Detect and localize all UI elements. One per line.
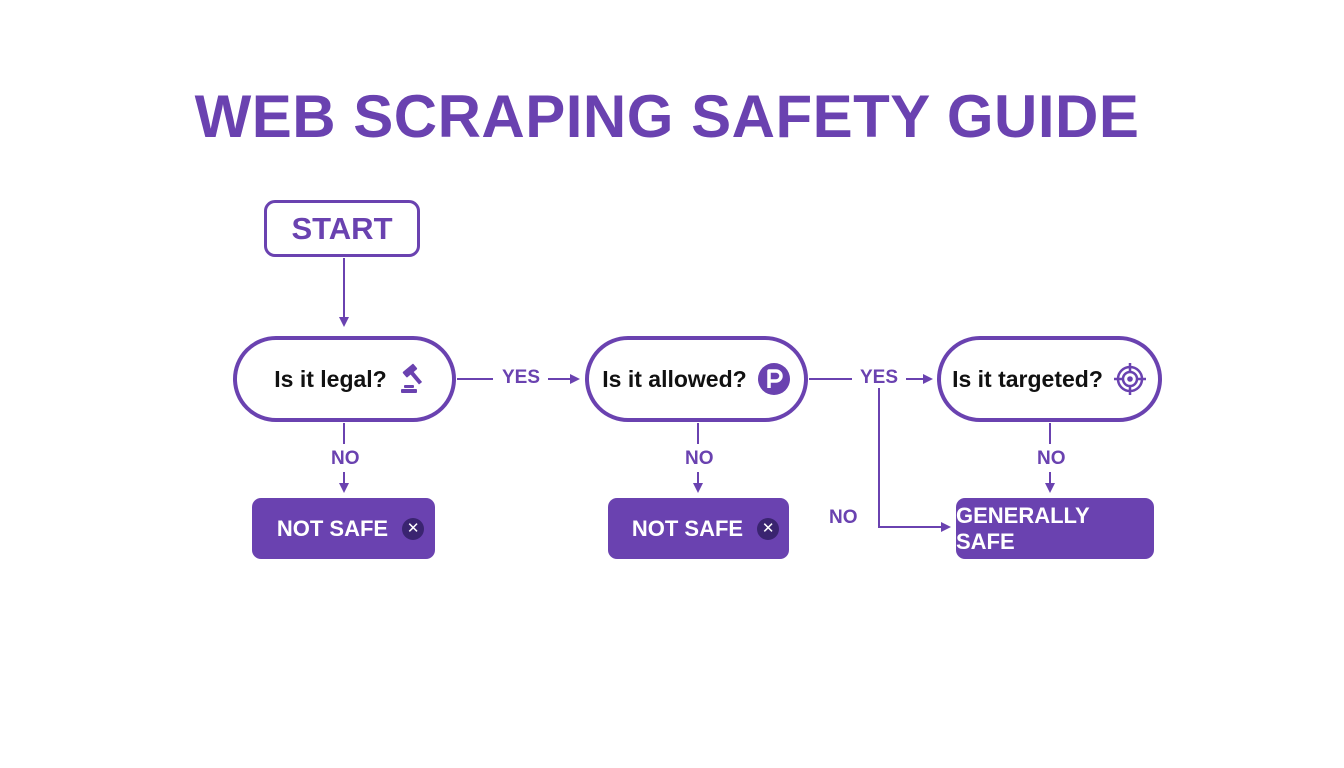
connector-branch-to-safe [878, 388, 951, 532]
outcome-not-safe-1: NOT SAFE ✕ [252, 498, 435, 559]
outcome-not-safe-2-label: NOT SAFE [631, 515, 744, 541]
edge-label-no-1: NO [331, 448, 360, 469]
decision-allowed-label: Is it allowed? [602, 365, 747, 392]
decision-targeted: Is it targeted? [937, 336, 1162, 422]
decision-legal-label: Is it legal? [274, 365, 387, 392]
outcome-generally-safe-label: GENERALLY SAFE [956, 502, 1090, 554]
edge-label-yes-1: YES [502, 367, 541, 388]
target-icon [1113, 362, 1147, 396]
gavel-icon [397, 362, 431, 396]
edge-label-no-2: NO [685, 448, 714, 469]
decision-legal: Is it legal? [233, 336, 456, 422]
edge-label-yes-2: YES [860, 367, 899, 388]
start-node: START [264, 200, 420, 257]
outcome-not-safe-2: NOT SAFE ✕ [608, 498, 789, 559]
p-circle-icon [757, 362, 791, 396]
decision-targeted-label: Is it targeted? [952, 365, 1103, 392]
outcome-generally-safe: GENERALLY SAFE [956, 498, 1154, 559]
page-title: WEB SCRAPING SAFETY GUIDE [194, 83, 1140, 150]
x-circle-icon: ✕ [757, 517, 780, 540]
edge-label-no-4: NO [829, 507, 858, 528]
x-circle-icon: ✕ [402, 517, 425, 540]
outcome-not-safe-1-label: NOT SAFE [276, 515, 389, 541]
edge-label-no-3: NO [1037, 448, 1066, 469]
decision-allowed: Is it allowed? [585, 336, 808, 422]
